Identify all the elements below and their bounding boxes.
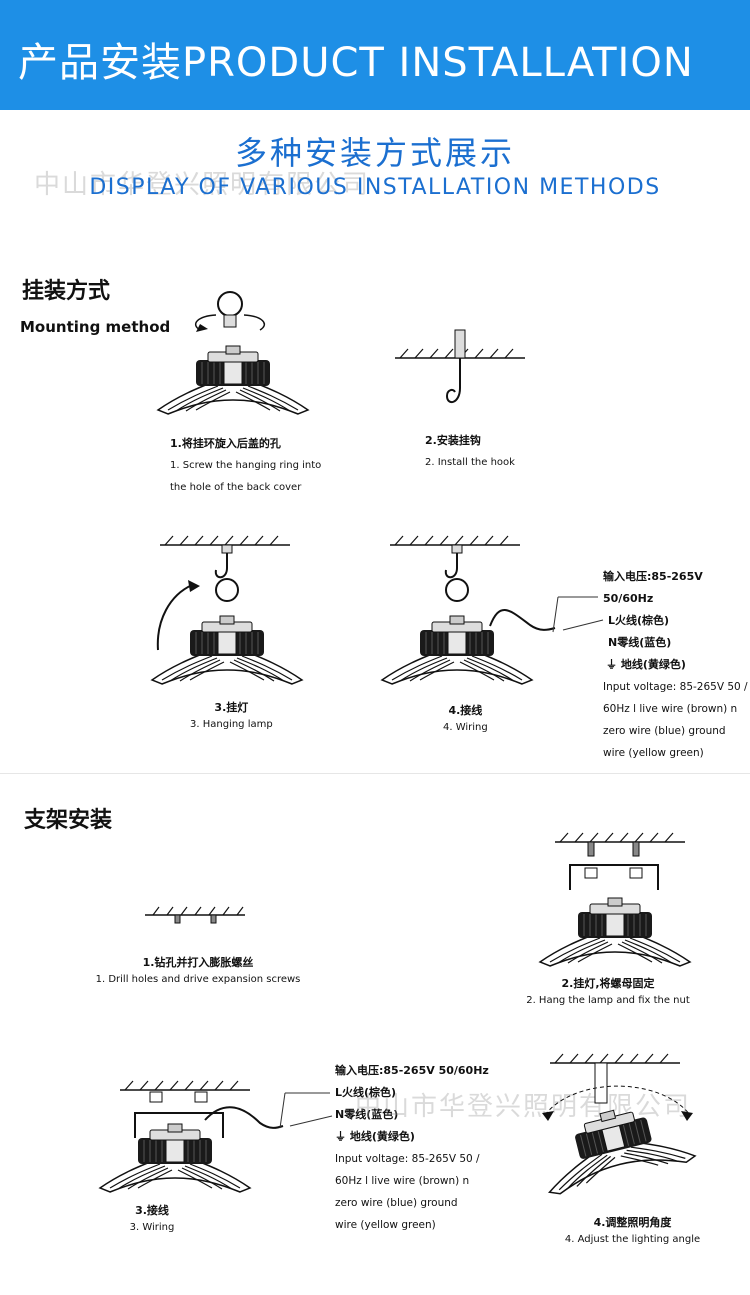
s1-voltage: 输入电压:85-265V 50/60Hz <box>603 570 703 605</box>
s1-step3-cn: 3.挂灯 <box>214 701 249 714</box>
s1-step3-en1: 3. Hanging lamp <box>190 719 273 730</box>
s1-neutral-wire: N零线(蓝色) <box>608 636 672 649</box>
ground-icon: ⏚ <box>335 1130 350 1143</box>
s2-step4-en1: 4. Adjust the lighting angle <box>564 1234 701 1245</box>
s2-wiring-en3: zero wire (blue) ground <box>335 1197 458 1209</box>
page-title: 产品安装PRODUCT INSTALLATION <box>18 40 694 86</box>
s1-step2-cn: 2.安装挂钩 <box>425 434 481 447</box>
s1-step1-en2: the hole of the back cover <box>170 482 302 493</box>
s2-step3-en1: 3. Wiring <box>129 1222 175 1233</box>
s1-wiring-en3: zero wire (blue) ground <box>603 725 726 737</box>
s2-ground-wire: 地线(黄绿色) <box>349 1130 415 1143</box>
s1-step1-caption: 1.将挂环旋入后盖的孔 1. Screw the hanging ring in… <box>170 433 321 499</box>
figure-screw-ring <box>157 291 309 415</box>
wiring-leads-1 <box>552 596 604 633</box>
s1-step4-caption: 4.接线 4. Wiring <box>443 700 488 734</box>
s1-step3-caption: 3.挂灯 3. Hanging lamp <box>190 697 273 731</box>
s1-step4-en1: 4. Wiring <box>443 722 488 733</box>
section1-subtitle: Mounting method <box>20 318 171 336</box>
wiring-leads-2 <box>279 1092 333 1129</box>
s2-wiring-en2: 60Hz l live wire (brown) n <box>335 1175 470 1187</box>
header-banner: 产品安装PRODUCT INSTALLATION <box>0 0 750 110</box>
subtitle-en: DISPLAY OF VARIOUS INSTALLATION METHODS <box>89 175 661 200</box>
s2-step1-caption: 1.钻孔并打入膨胀螺丝 1. Drill holes and drive exp… <box>93 952 303 986</box>
ground-icon: ⏚ <box>606 658 621 671</box>
section-divider <box>0 773 750 774</box>
s1-step1-cn: 1.将挂环旋入后盖的孔 <box>170 437 281 450</box>
section1-title: 挂装方式 <box>22 279 111 304</box>
s1-step2-en1: 2. Install the hook <box>425 457 515 468</box>
s1-wiring-en2: 60Hz l live wire (brown) n <box>603 703 738 715</box>
s2-live-wire: L火线(棕色) <box>335 1086 397 1099</box>
s1-ground-wire: 地线(黄绿色) <box>620 658 686 671</box>
s2-step1-cn: 1.钻孔并打入膨胀螺丝 <box>142 956 254 969</box>
s2-step1-en1: 1. Drill holes and drive expansion screw… <box>95 974 301 985</box>
s1-step2-caption: 2.安装挂钩 2. Install the hook <box>425 430 515 474</box>
s2-wiring-en4: wire (yellow green) <box>335 1219 436 1231</box>
s2-voltage: 输入电压:85-265V 50/60Hz <box>335 1064 489 1077</box>
watermark: 中山市华登兴照明有限公司 <box>34 170 371 200</box>
s2-step3-cn: 3.接线 <box>135 1204 169 1217</box>
section2-title: 支架安装 <box>24 808 113 833</box>
s2-step3-caption: 3.接线 3. Wiring <box>112 1200 192 1234</box>
s2-wiring-en1: Input voltage: 85-265V 50 / <box>335 1153 480 1165</box>
figure-hanging-lamp <box>151 535 303 685</box>
s1-wiring-en1: Input voltage: 85-265V 50 / <box>603 681 748 693</box>
s2-step4-caption: 4.调整照明角度 4. Adjust the lighting angle <box>550 1212 715 1246</box>
s2-step2-cn: 2.挂灯,将螺母固定 <box>561 977 655 990</box>
s1-step4-cn: 4.接线 <box>448 704 483 717</box>
subtitle-cn: 多种安装方式展示 <box>234 134 515 172</box>
s2-step4-cn: 4.调整照明角度 <box>593 1216 672 1229</box>
figure-adjust-angle <box>533 1053 697 1197</box>
s1-wiring-en4: wire (yellow green) <box>603 747 704 759</box>
s1-wiring-spec: 输入电压:85-265V 50/60Hz L火线(棕色) N零线(蓝色) ⏚ 地… <box>603 566 750 764</box>
s1-live-wire: L火线(棕色) <box>608 614 670 627</box>
s2-wiring-spec: 输入电压:85-265V 50/60Hz L火线(棕色) N零线(蓝色) ⏚ 地… <box>335 1060 489 1236</box>
s2-step2-en1: 2. Hang the lamp and fix the nut <box>526 995 690 1006</box>
figure-hook <box>394 329 526 404</box>
figure-bracket-wiring <box>99 1080 284 1193</box>
s1-step1-en1: 1. Screw the hanging ring into <box>170 460 322 471</box>
figure-bracket-lamp <box>539 832 691 967</box>
figure-wiring <box>381 535 556 685</box>
figure-drill-holes <box>145 906 245 924</box>
s2-neutral-wire: N零线(蓝色) <box>335 1108 399 1121</box>
s2-step2-caption: 2.挂灯,将螺母固定 2. Hang the lamp and fix the … <box>523 973 693 1007</box>
